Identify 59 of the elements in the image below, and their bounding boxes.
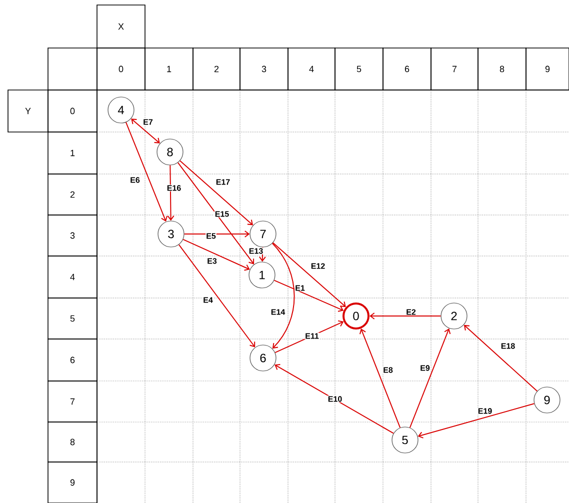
arrow <box>272 242 295 349</box>
arrow <box>177 162 254 264</box>
header-cell: 5 <box>48 298 98 340</box>
header-cell: 6 <box>382 48 432 90</box>
arrow <box>464 324 538 392</box>
header-cell: 5 <box>334 48 384 90</box>
header-cell: 8 <box>48 422 98 462</box>
arrow <box>274 364 394 434</box>
header-cell: 2 <box>48 174 98 216</box>
arrow <box>125 122 168 222</box>
header-cell: 4 <box>288 48 336 90</box>
header-cell: 3 <box>240 48 288 90</box>
header-cell: 0 <box>48 90 98 132</box>
header-cell: 9 <box>48 462 98 503</box>
header-cell: 3 <box>48 214 98 256</box>
edge-label: E15 <box>214 210 230 218</box>
edge-label: E1 <box>294 284 306 292</box>
arrow <box>409 328 451 428</box>
arrow <box>179 160 254 226</box>
edge-label: E13 <box>248 248 264 254</box>
arrow <box>274 280 344 312</box>
edge-label: E10 <box>327 396 343 402</box>
arrow <box>131 118 160 144</box>
arrow <box>359 328 401 428</box>
edge-label: E19 <box>477 408 493 414</box>
edge-label: E2 <box>406 308 416 316</box>
header-cell: 7 <box>48 380 98 422</box>
edge-label: E16 <box>166 184 182 192</box>
header-cell: X <box>96 4 146 48</box>
edge-label: E5 <box>206 232 216 240</box>
header-cell: Y <box>8 90 48 132</box>
header-cell: 9 <box>526 48 569 90</box>
arrow <box>274 320 344 354</box>
arrow <box>167 164 174 221</box>
edge-label: E12 <box>310 262 326 270</box>
edge-label: E17 <box>215 178 231 186</box>
edge-label: E4 <box>202 296 214 304</box>
header-cell: 1 <box>144 48 194 90</box>
arrow <box>184 230 250 238</box>
arrow <box>370 312 442 320</box>
header-cell: 8 <box>478 48 526 90</box>
edge-label: E8 <box>382 366 394 374</box>
header-cell: 7 <box>430 48 478 90</box>
edge-label: E7 <box>142 118 154 126</box>
header-cell: 6 <box>48 338 98 382</box>
arrow <box>182 238 250 271</box>
arrow <box>272 242 346 308</box>
header-cell: 0 <box>96 48 146 90</box>
edge-label: E14 <box>270 308 286 316</box>
edge-label: E11 <box>304 332 320 340</box>
arrow <box>178 244 256 348</box>
arrow <box>418 403 535 438</box>
header-cell: 2 <box>192 48 240 90</box>
edge-label: E18 <box>500 342 516 350</box>
edge-label: E6 <box>130 176 140 184</box>
edge-label: E9 <box>420 364 430 372</box>
header-cell: 1 <box>48 132 98 174</box>
header-cell: 4 <box>48 256 98 298</box>
edge-label: E3 <box>206 258 218 264</box>
